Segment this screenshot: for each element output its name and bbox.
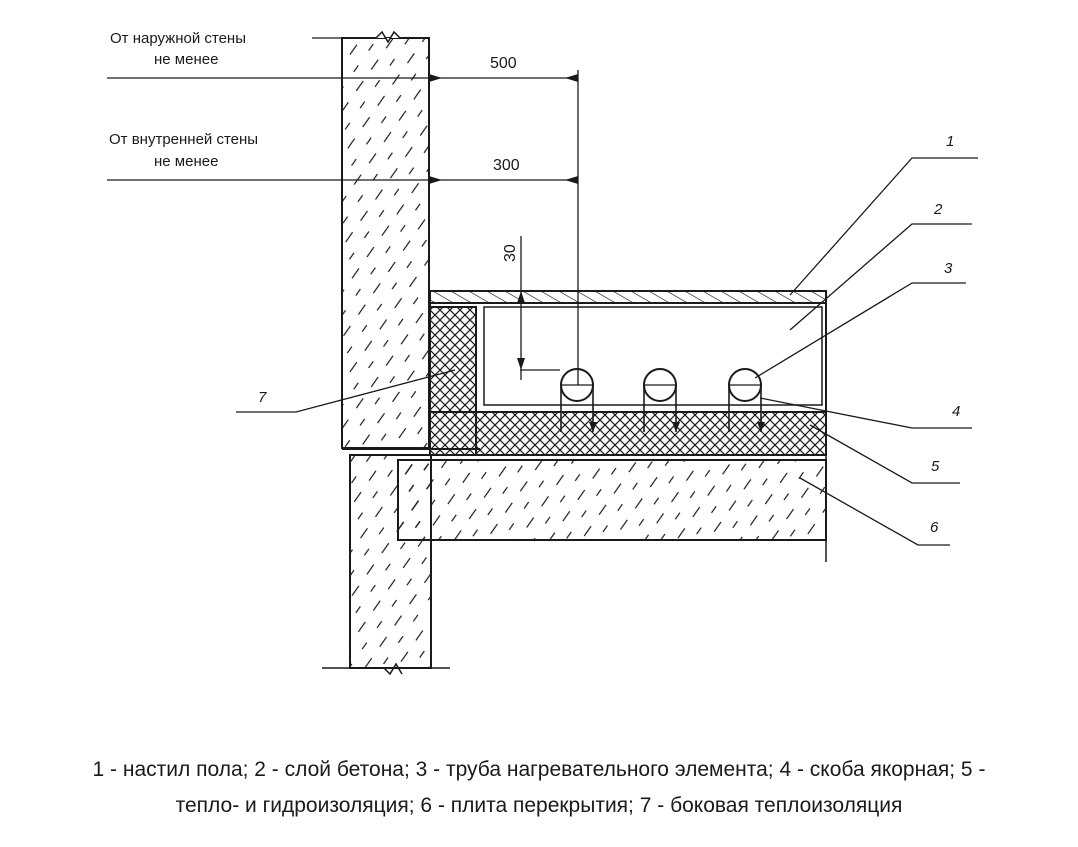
floor-heating-section-drawing: От наружной стены не менее От внутренней… [107, 30, 978, 676]
dimension-lines [107, 70, 579, 385]
callout-number: 4 [952, 403, 960, 420]
outer-wall-label-line2: не менее [154, 51, 218, 68]
upper-wall [341, 30, 430, 449]
heating-pipe [643, 368, 676, 432]
caption-line-1: 1 - настил пола; 2 - слой бетона; 3 - тр… [92, 758, 986, 781]
floor-slab [397, 459, 827, 541]
floor-covering [429, 290, 827, 304]
outer-wall-label-line1: От наружной стены [110, 30, 246, 47]
insulation-layer [475, 411, 827, 456]
callout-number: 1 [946, 133, 954, 150]
caption-line-2: тепло- и гидроизоляция; 6 - плита перекр… [175, 794, 903, 817]
callout-number: 3 [944, 260, 953, 277]
leader-lines [236, 157, 978, 546]
figure-caption: 1 - настил пола; 2 - слой бетона; 3 - тр… [0, 752, 1078, 824]
dimension-30-label: 30 [502, 244, 519, 262]
callout-number: 5 [931, 458, 940, 475]
dimension-500-label: 500 [490, 55, 517, 72]
inner-wall-label-line2: не менее [154, 153, 218, 170]
concrete-layer [429, 302, 827, 413]
callout-number: 7 [258, 389, 267, 406]
callout-number: 6 [930, 519, 939, 536]
heating-pipe [728, 368, 761, 432]
callout-number: 2 [933, 201, 943, 218]
heating-pipe [560, 368, 593, 432]
side-insulation [429, 306, 477, 456]
dimension-300-label: 300 [493, 157, 520, 174]
inner-wall-label-line1: От внутренней стены [109, 131, 258, 148]
heating-pipes [560, 368, 761, 432]
